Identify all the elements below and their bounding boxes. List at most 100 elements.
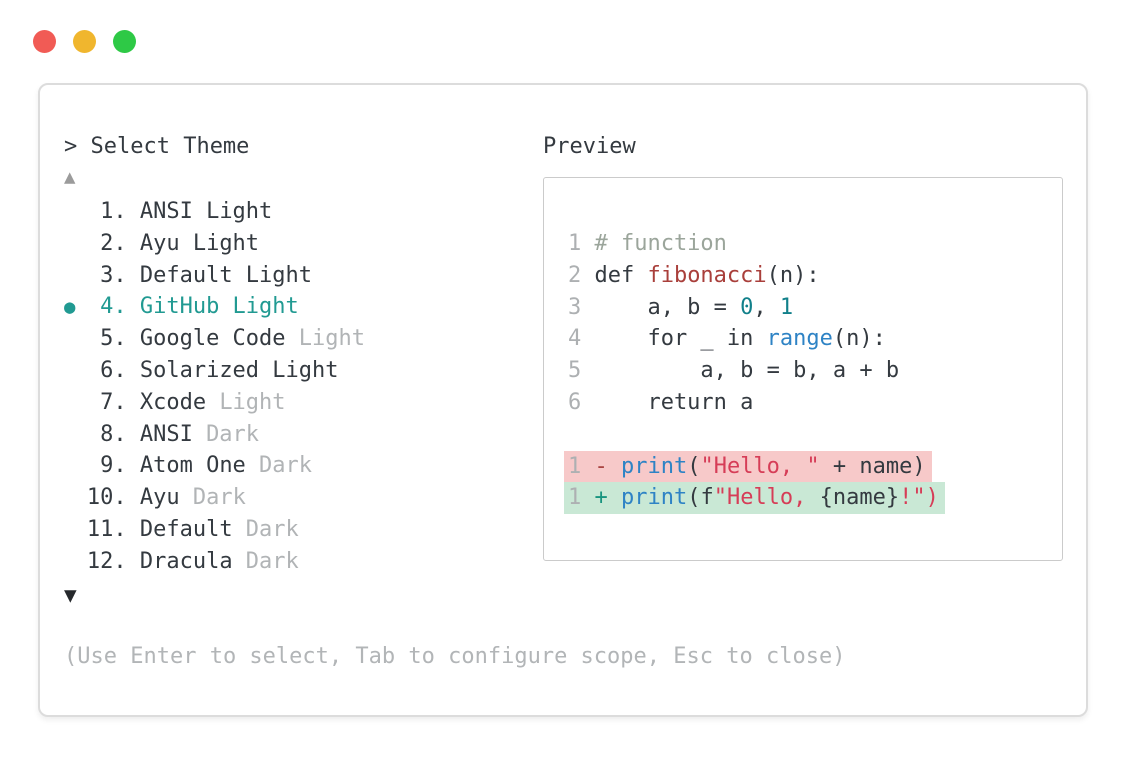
theme-number: 7. — [100, 389, 127, 415]
theme-number: 6. — [100, 357, 127, 383]
diff-line-added: 1 + print(f"Hello, {name}!") — [564, 482, 1054, 515]
preview-label: Preview — [543, 134, 636, 159]
theme-option-default-light[interactable]: 3. Default Light — [64, 260, 504, 292]
code-line-1: 1 # function — [568, 228, 1054, 260]
theme-option-ansi-dark[interactable]: 8. ANSI Dark — [64, 419, 504, 451]
theme-number: 10. — [86, 485, 127, 511]
theme-name: Ayu Light — [139, 230, 260, 256]
theme-number: 9. — [100, 453, 127, 479]
code-token: "Hello, — [713, 485, 820, 511]
theme-number: 11. — [86, 516, 127, 542]
theme-variant: Light — [298, 326, 366, 352]
line-number: 2 — [568, 262, 582, 288]
code-token: (f — [687, 485, 714, 511]
code-token: print — [620, 453, 688, 479]
theme-number: 4. — [100, 294, 127, 320]
theme-name: Google Code — [139, 326, 286, 352]
code-token: , — [753, 294, 780, 320]
theme-number: 8. — [100, 421, 127, 447]
scroll-up-icon[interactable]: ▲ — [64, 166, 76, 188]
scroll-down-icon[interactable]: ▼ — [64, 583, 77, 607]
theme-option-ayu-light[interactable]: 2. Ayu Light — [64, 228, 504, 260]
theme-number: 12. — [86, 548, 127, 574]
theme-option-xcode-light[interactable]: 7. Xcode Light — [64, 387, 504, 419]
prompt-chevron: > — [64, 134, 78, 159]
theme-number: 2. — [100, 230, 127, 256]
code-line-blank — [568, 419, 1054, 451]
keyboard-hints: (Use Enter to select, Tab to configure s… — [64, 644, 846, 669]
line-number: 1 — [568, 231, 582, 256]
code-token: (n): — [766, 262, 820, 288]
code-token: return a — [594, 389, 754, 415]
page-title: Select Theme — [90, 134, 250, 159]
theme-name: Default Light — [139, 262, 313, 288]
line-number: 5 — [568, 358, 582, 384]
minimize-button[interactable] — [73, 30, 96, 53]
theme-name: GitHub Light — [139, 294, 299, 320]
line-number: 3 — [568, 294, 582, 320]
theme-variant: Dark — [245, 516, 299, 542]
theme-option-dracula-dark[interactable]: 12. Dracula Dark — [64, 546, 504, 578]
theme-option-solarized-light[interactable]: 6. Solarized Light — [64, 355, 504, 387]
theme-name: Atom One — [139, 453, 246, 479]
theme-name: Ayu — [139, 485, 180, 511]
theme-number: 3. — [100, 262, 127, 288]
code-token: a, b = — [594, 294, 741, 320]
line-number: 6 — [568, 389, 582, 415]
theme-name: Default — [139, 516, 233, 542]
line-number: 4 — [568, 326, 582, 352]
theme-picker-panel: > Select Theme ▲ 1. ANSI Light 2. Ayu Light… — [38, 83, 1088, 717]
code-token: 1 — [779, 294, 794, 320]
code-line-6: 6 return a — [568, 387, 1054, 419]
code-token: !") — [899, 485, 939, 511]
theme-list: 1. ANSI Light 2. Ayu Light 3. Default Light… — [64, 196, 504, 578]
palette-header: > Select Theme — [64, 131, 249, 163]
code-token: print — [620, 485, 688, 511]
code-token: range — [766, 326, 833, 352]
code-line-3: 3 a, b = 0, 1 — [568, 292, 1054, 324]
code-token: # function — [594, 231, 727, 256]
line-number: 1 — [568, 453, 582, 479]
theme-option-google-code-light[interactable]: 5. Google Code Light — [64, 323, 504, 355]
zoom-button[interactable] — [113, 30, 136, 53]
theme-option-ayu-dark[interactable]: 10. Ayu Dark — [64, 482, 504, 514]
code-line-2: 2 def fibonacci(n): — [568, 260, 1054, 292]
theme-variant: Dark — [245, 548, 299, 574]
window-controls — [33, 30, 136, 53]
theme-name: Dracula — [139, 548, 233, 574]
diff-line-removed: 1- print("Hello, " + name) — [564, 450, 1054, 483]
code-token: (n): — [832, 326, 886, 352]
code-token: "Hello, " — [700, 453, 820, 479]
theme-option-default-dark[interactable]: 11. Default Dark — [64, 514, 504, 546]
theme-option-ansi-light[interactable]: 1. ANSI Light — [64, 196, 504, 228]
theme-name: Solarized Light — [139, 357, 339, 383]
diff-removed-marker: - — [594, 453, 621, 479]
theme-option-github-light[interactable]: ●4.GitHub Light — [64, 291, 504, 323]
theme-number: 1. — [100, 199, 127, 224]
code-token: + name) — [819, 453, 926, 479]
theme-name: ANSI — [139, 421, 193, 447]
code-token: ( — [687, 453, 701, 479]
line-number: 1 — [568, 485, 582, 511]
theme-variant: Dark — [206, 421, 260, 447]
diff-added-marker: + — [594, 485, 621, 511]
code-token: a, b = b, a + b — [594, 358, 900, 384]
code-line-4: 4 for _ in range(n): — [568, 323, 1054, 355]
code-token: {name} — [819, 485, 900, 511]
code-token: 0 — [740, 294, 754, 320]
code-token: for _ in — [594, 326, 767, 352]
theme-option-atom-one-dark[interactable]: 9. Atom One Dark — [64, 450, 504, 482]
theme-variant: Dark — [192, 485, 246, 511]
code-line-5: 5 a, b = b, a + b — [568, 355, 1054, 387]
code-token: fibonacci — [647, 262, 767, 288]
theme-number: 5. — [100, 326, 127, 352]
theme-name: ANSI Light — [139, 199, 273, 224]
theme-variant: Light — [219, 389, 286, 415]
close-button[interactable] — [33, 30, 56, 53]
theme-variant: Dark — [259, 453, 313, 479]
theme-name: Xcode — [139, 389, 207, 415]
code-token: def — [594, 262, 648, 288]
